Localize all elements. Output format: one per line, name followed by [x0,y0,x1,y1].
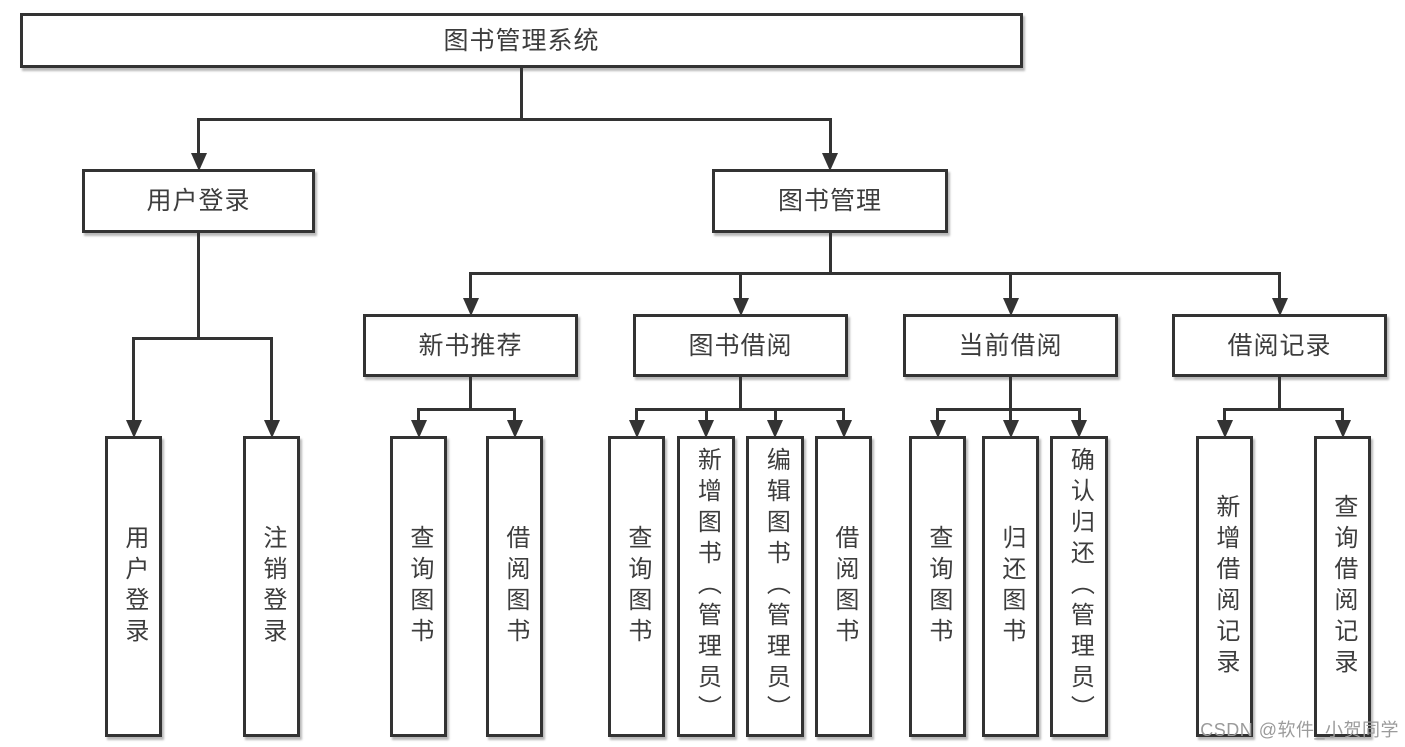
connector-drop [1009,272,1012,300]
arrowhead-down-icon [263,420,280,438]
arrowhead-down-icon [1271,298,1288,316]
connector-drop [1077,408,1081,422]
watermark: CSDN @软件_小贺同学 [1200,720,1399,740]
node-borrow-add: 新增图书（管理员） [677,436,735,737]
node-login: 用户登录 [82,169,315,233]
node-rec-borrow: 借阅图书 [486,436,543,737]
node-rec-query: 查询图书 [390,436,447,737]
node-current-query: 查询图书 [909,436,966,737]
connector-bus [469,272,1281,275]
connector-drop [1223,408,1226,422]
connector-drop [270,337,273,422]
node-current-confirm: 确认归还（管理员） [1050,436,1108,737]
connector-bus [635,408,845,411]
connector-trunk [828,232,832,275]
arrowhead-down-icon [835,420,852,438]
arrowhead-down-icon [1002,420,1019,438]
connector-drop [1009,408,1012,422]
arrowhead-down-icon [1334,420,1351,438]
arrowhead-down-icon [698,420,714,438]
connector-drop [773,408,777,422]
connector-drop [739,272,742,300]
arrowhead-down-icon [628,420,645,438]
connector-drop [132,337,135,422]
node-login-user: 用户登录 [105,436,162,737]
node-mgmt: 图书管理 [712,169,948,233]
node-rec: 新书推荐 [363,314,578,377]
arrowhead-down-icon [506,420,523,438]
arrowhead-down-icon [767,420,783,438]
arrowhead-down-icon [125,420,142,438]
arrowhead-down-icon [410,420,427,438]
arrowhead-down-icon [732,298,749,316]
connector-drop [197,118,200,155]
connector-bus [197,118,832,121]
node-current: 当前借阅 [903,314,1118,377]
node-records-add: 新增借阅记录 [1196,436,1253,737]
connector-drop [469,272,472,300]
node-root: 图书管理系统 [20,13,1023,68]
node-borrow-query: 查询图书 [608,436,665,737]
connector-trunk [1009,376,1012,411]
node-borrow-borrow: 借阅图书 [815,436,872,737]
arrowhead-down-icon [1216,420,1233,438]
arrowhead-down-icon [190,153,207,171]
arrowhead-down-icon [822,153,838,171]
connector-drop [828,118,832,155]
connector-drop [842,408,845,422]
connector-drop [936,408,939,422]
connector-trunk [197,232,200,340]
connector-drop [704,408,708,422]
connector-trunk [739,376,742,411]
node-current-return: 归还图书 [982,436,1039,737]
connector-drop [1278,272,1281,300]
arrowhead-down-icon [1071,420,1087,438]
connector-bus [936,408,1081,411]
connector-bus [1223,408,1344,411]
node-records-query: 查询借阅记录 [1314,436,1371,737]
connector-drop [1341,408,1344,422]
connector-trunk [469,376,472,411]
connector-bus [132,337,273,340]
arrowhead-down-icon [462,298,479,316]
connector-drop [513,408,516,422]
arrowhead-down-icon [1002,298,1019,316]
node-borrow-edit: 编辑图书（管理员） [746,436,804,737]
arrowhead-down-icon [929,420,946,438]
node-borrow: 图书借阅 [633,314,848,377]
node-records: 借阅记录 [1172,314,1387,377]
connector-drop [417,408,420,422]
node-login-logout: 注销登录 [243,436,300,737]
connector-trunk [1278,376,1281,411]
connector-bus [417,408,516,411]
connector-drop [635,408,638,422]
connector-trunk [520,67,523,121]
